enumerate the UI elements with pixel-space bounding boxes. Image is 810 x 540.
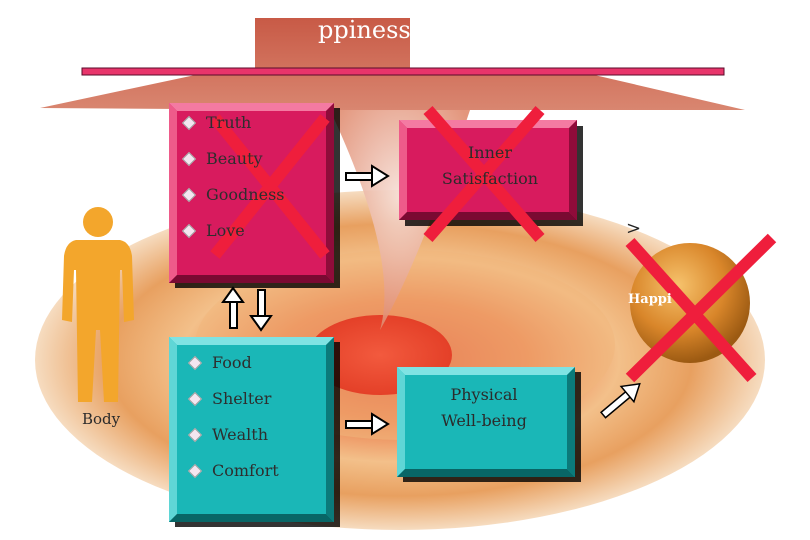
diamond-bullet-icon: [181, 187, 197, 203]
physical-wellbeing-box: [397, 367, 575, 477]
spiritual-values-list: Truth Beauty Goodness Love: [181, 112, 284, 256]
chevron-mark: >: [626, 218, 642, 239]
list-item: Truth: [181, 112, 284, 148]
diagram-title: ppiness: [318, 16, 411, 44]
cross-out-icon: [625, 233, 777, 383]
arrow-up-icon: [221, 286, 245, 329]
diamond-bullet-icon: [187, 427, 203, 443]
body-label: Body: [82, 410, 121, 428]
umbrella-shape: [40, 18, 745, 110]
list-item: Comfort: [187, 460, 279, 496]
physical-wellbeing-label: Physical Well-being: [441, 385, 527, 430]
list-item: Wealth: [187, 424, 279, 460]
list-item: Love: [181, 220, 284, 256]
diamond-bullet-icon: [181, 151, 197, 167]
diamond-bullet-icon: [187, 391, 203, 407]
material-needs-list: Food Shelter Wealth Comfort: [187, 352, 279, 496]
inner-satisfaction-label: Inner Satisfaction: [441, 143, 539, 188]
arrow-down-icon: [249, 289, 273, 332]
diamond-bullet-icon: [187, 355, 203, 371]
arrow-diagonal-icon: [599, 382, 641, 419]
sphere-label: Happi: [628, 292, 672, 307]
title-bar: [81, 67, 725, 76]
body-figure-icon: [62, 207, 134, 402]
diamond-bullet-icon: [181, 223, 197, 239]
arrow-right-icon: [345, 412, 390, 436]
list-item: Shelter: [187, 388, 279, 424]
cross-out-icon: [423, 106, 545, 242]
arrow-right-icon: [345, 164, 390, 188]
list-item: Beauty: [181, 148, 284, 184]
cross-out-icon: [210, 114, 330, 259]
list-item: Goodness: [181, 184, 284, 220]
diamond-bullet-icon: [181, 115, 197, 131]
diamond-bullet-icon: [187, 463, 203, 479]
list-item: Food: [187, 352, 279, 388]
